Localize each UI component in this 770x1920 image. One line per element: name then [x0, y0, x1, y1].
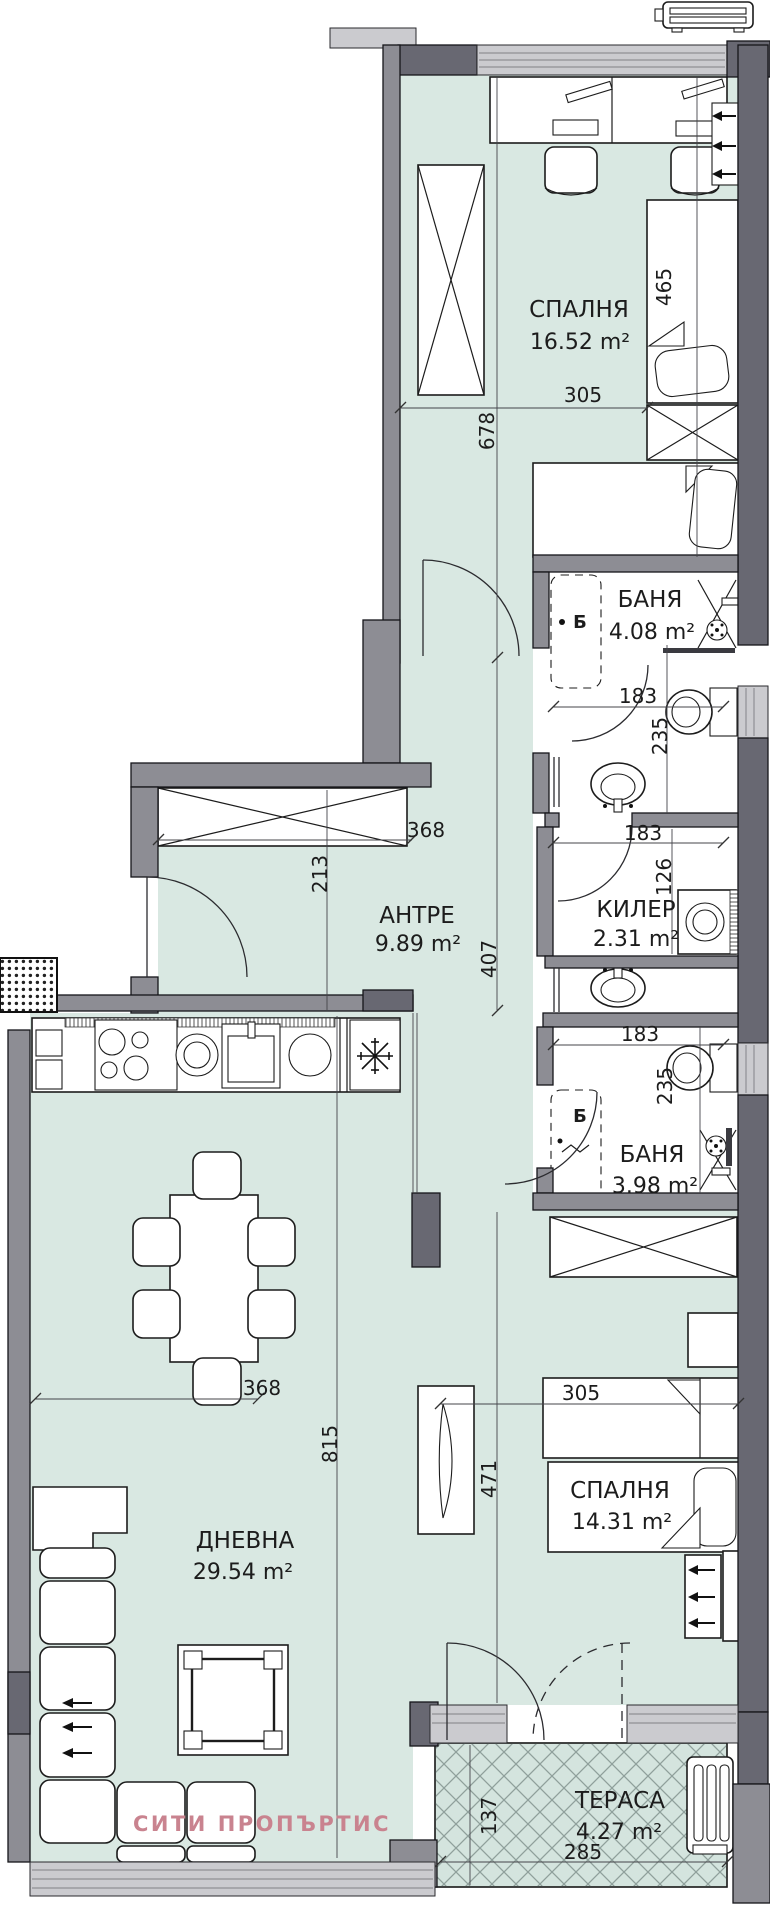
- dim-815: 815: [318, 1425, 342, 1463]
- stove-icon: [94, 1019, 178, 1091]
- room-name-bath2: БАНЯ: [620, 1142, 685, 1168]
- dim-213: 213: [308, 855, 332, 893]
- doors: [146, 559, 649, 1741]
- washing-machine: [677, 889, 739, 955]
- boiler-label-2: Б: [573, 1106, 587, 1127]
- boiler: [550, 1089, 602, 1199]
- dim-471: 471: [477, 1460, 501, 1498]
- room-name-kiler: КИЛЕР: [596, 897, 675, 923]
- room-area-bedroom1: 16.52 m²: [530, 330, 630, 355]
- wardrobe: [417, 164, 485, 396]
- dim-305a: 305: [564, 383, 602, 407]
- dim-305b: 305: [562, 1381, 600, 1405]
- room-area-antre: 9.89 m²: [375, 932, 461, 957]
- dim-465: 465: [652, 268, 676, 306]
- fridge-snowflake-icon: [349, 1019, 401, 1091]
- room-name-terrace: ТЕРАСА: [574, 1788, 665, 1814]
- room-area-kiler: 2.31 m²: [593, 927, 679, 952]
- dim-678: 678: [475, 412, 499, 450]
- storage-chest: [646, 404, 739, 461]
- bed-single: [547, 1461, 741, 1553]
- room-labels: СПАЛНЯ 16.52 m² БАНЯ 4.08 m² АНТРЕ 9.89 …: [193, 297, 698, 1845]
- closet-sliding-arrows: [711, 102, 739, 186]
- dim-285: 285: [564, 1840, 602, 1864]
- ac-unit-icon: [686, 1756, 734, 1855]
- sofa: [39, 1547, 256, 1863]
- wardrobe: [549, 1216, 738, 1278]
- watermark: СИТИ ПРОПЪРТИС: [133, 1812, 391, 1836]
- exterior-column: [0, 957, 58, 1013]
- room-name-bath1: БАНЯ: [618, 587, 683, 613]
- toilet: [665, 687, 738, 737]
- dimension-lines: [29, 77, 745, 1885]
- boiler: [550, 574, 602, 689]
- nightstand: [687, 1312, 739, 1368]
- room-name-antre: АНТРЕ: [379, 903, 454, 929]
- toilet: [666, 1043, 738, 1093]
- dim-368b: 368: [243, 1376, 281, 1400]
- dresser-sliding-arrows: [684, 1550, 741, 1642]
- kitchen-sink-icon: [221, 1021, 281, 1089]
- sink: [590, 965, 646, 1008]
- room-name-living: ДНЕВНА: [196, 1528, 295, 1554]
- wardrobe: [157, 787, 408, 847]
- boiler-label-1: Б: [573, 612, 587, 633]
- walls: [0, 27, 770, 1904]
- room-area-bedroom2: 14.31 m²: [572, 1510, 672, 1535]
- dim-235a: 235: [648, 717, 672, 755]
- desk-chair: [670, 146, 720, 196]
- dining-table: [132, 1151, 296, 1406]
- dim-368a: 368: [407, 818, 445, 842]
- tv-stand: [417, 1385, 475, 1535]
- bed-single: [532, 462, 741, 558]
- dimension-labels: 465 305 678 183 235 368 213 183 126 407 …: [243, 268, 677, 1864]
- desk-chair: [544, 146, 598, 196]
- coffee-table: [177, 1644, 289, 1756]
- oven-icon: [175, 1033, 219, 1077]
- dim-183a: 183: [619, 684, 657, 708]
- dim-235b: 235: [653, 1067, 677, 1105]
- shower: [699, 1128, 737, 1191]
- dim-407: 407: [477, 940, 501, 978]
- room-name-bedroom2: СПАЛНЯ: [570, 1478, 670, 1504]
- sink: [590, 762, 646, 813]
- shower: [663, 579, 739, 653]
- dim-126: 126: [652, 858, 676, 896]
- cabinet: [32, 1486, 128, 1551]
- room-name-bedroom1: СПАЛНЯ: [529, 297, 629, 323]
- bed-single: [646, 199, 739, 404]
- dim-137: 137: [477, 1797, 501, 1835]
- room-area-terrace: 4.27 m²: [576, 1820, 662, 1845]
- room-area-bath1: 4.08 m²: [609, 620, 695, 645]
- ac-unit-icon: [654, 1, 754, 33]
- dim-183c: 183: [621, 1022, 659, 1046]
- boiler-labels: Б Б: [573, 612, 587, 1127]
- room-area-bath2: 3.98 m²: [612, 1174, 698, 1199]
- terrace-hatch: [434, 1742, 728, 1888]
- cooktop-pot-icon: [288, 1033, 332, 1077]
- room-area-living: 29.54 m²: [193, 1560, 293, 1585]
- kitchen-counter: [31, 1017, 401, 1093]
- desk: [489, 76, 728, 144]
- bed-single: [542, 1377, 741, 1459]
- dim-183b: 183: [624, 821, 662, 845]
